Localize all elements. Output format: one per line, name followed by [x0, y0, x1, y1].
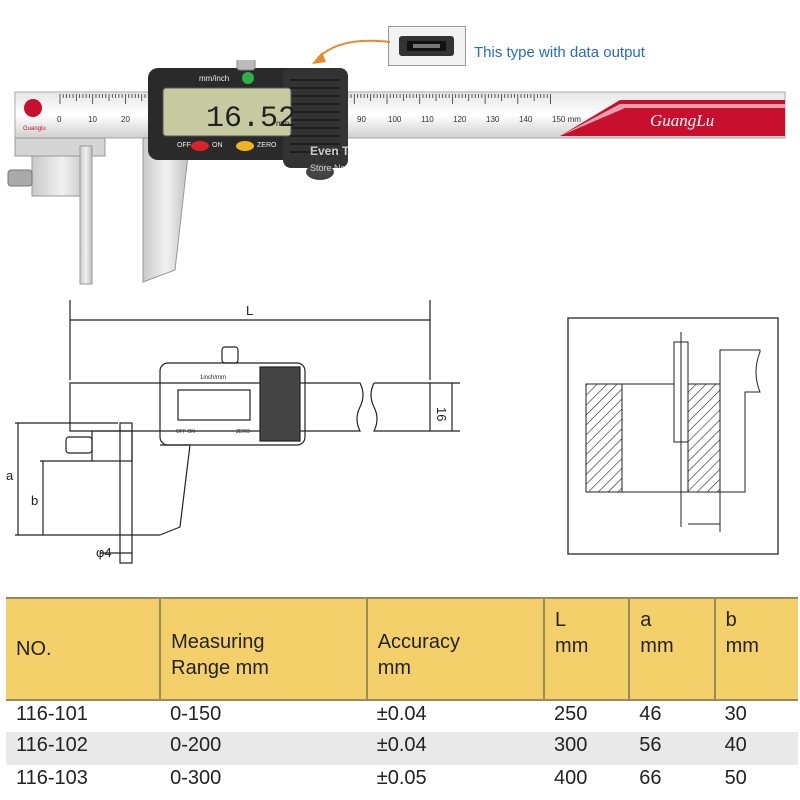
caliper-photo: GuangLu Guanglu 0 10 20 90 100 110 120 1… [7, 60, 786, 285]
zero-button [236, 141, 254, 151]
scale-tick-label: 150 mm [552, 115, 581, 124]
cell-L: 300 [554, 734, 588, 757]
scale-tick-label: 100 [388, 115, 402, 124]
on-label: ON [212, 142, 223, 149]
lcd-display [162, 87, 292, 137]
scale-tick-label: 110 [421, 115, 434, 124]
cell-no: 116-103 [16, 766, 88, 789]
usb-port-icon [399, 36, 454, 56]
scale-tick-label: 120 [453, 115, 467, 124]
cell-range: 0-200 [170, 734, 222, 757]
table-row: 116-101 0-150 ±0.04 250 46 30 [6, 700, 798, 732]
cell-b: 50 [724, 766, 747, 789]
callout-arrow [312, 39, 391, 64]
scale-tick-label: 140 [519, 115, 533, 124]
cell-no: 116-101 [16, 703, 88, 725]
callout-text: This type with data output [474, 44, 645, 61]
header-no: NO. [6, 598, 161, 700]
dimension-drawing: L 16 a b φ4 1inch/mm OFF ON ZERO [6, 300, 460, 564]
unit-label: 1inch/mm [200, 375, 226, 381]
cell-accuracy: ±0.04 [376, 734, 427, 757]
cell-range: 0-150 [170, 703, 222, 725]
lcd-value: 16.52 [206, 102, 296, 136]
scale-tick-label: 130 [486, 115, 500, 124]
cell-accuracy: ±0.05 [376, 766, 427, 789]
off-label: OFF [177, 142, 191, 149]
cell-a: 66 [639, 766, 662, 789]
logo-text: Guanglu [23, 126, 46, 132]
cell-accuracy: ±0.04 [376, 703, 427, 725]
off-on-button [191, 141, 209, 151]
watermark-store: Store No.1050436 [310, 163, 383, 173]
zero-label: ZERO [257, 142, 277, 149]
cell-b: 40 [724, 734, 747, 757]
cell-L: 400 [554, 766, 588, 789]
dim-phi4-label: φ4 [96, 545, 112, 560]
mode-label: mm/inch [199, 74, 229, 83]
cell-a: 46 [639, 703, 662, 725]
scale-tick-label: 0 [57, 115, 62, 124]
cell-b: 30 [724, 703, 747, 725]
scale-tick-label: 20 [121, 115, 130, 124]
table-row: 116-102 0-200 ±0.04 300 56 40 [6, 732, 798, 765]
scale-tick-label: 90 [357, 115, 366, 124]
cell-L: 250 [554, 703, 588, 725]
cell-no: 116-102 [16, 734, 88, 757]
table-row: 116-103 0-300 ±0.05 400 66 50 [6, 765, 798, 797]
scale-tick-label: 10 [88, 115, 97, 124]
usb-port-image [388, 26, 466, 66]
watermark: Even Tools [310, 144, 373, 158]
dim-16-label: 16 [434, 407, 449, 421]
thumb-wheel [306, 164, 334, 180]
dim-b-label: b [31, 493, 38, 508]
dim-a-label: a [6, 468, 14, 483]
cell-range: 0-300 [170, 766, 222, 789]
cell-a: 56 [639, 734, 662, 757]
off-on-label: OFF ON [176, 429, 195, 435]
brand-name: GuangLu [650, 111, 714, 130]
dim-L-label: L [246, 303, 253, 318]
lcd-unit: mm [276, 119, 290, 128]
logo-icon [24, 99, 42, 117]
tube-measurement-diagram [567, 317, 779, 555]
zero-label: ZERO [236, 429, 250, 435]
mode-button [242, 72, 254, 84]
